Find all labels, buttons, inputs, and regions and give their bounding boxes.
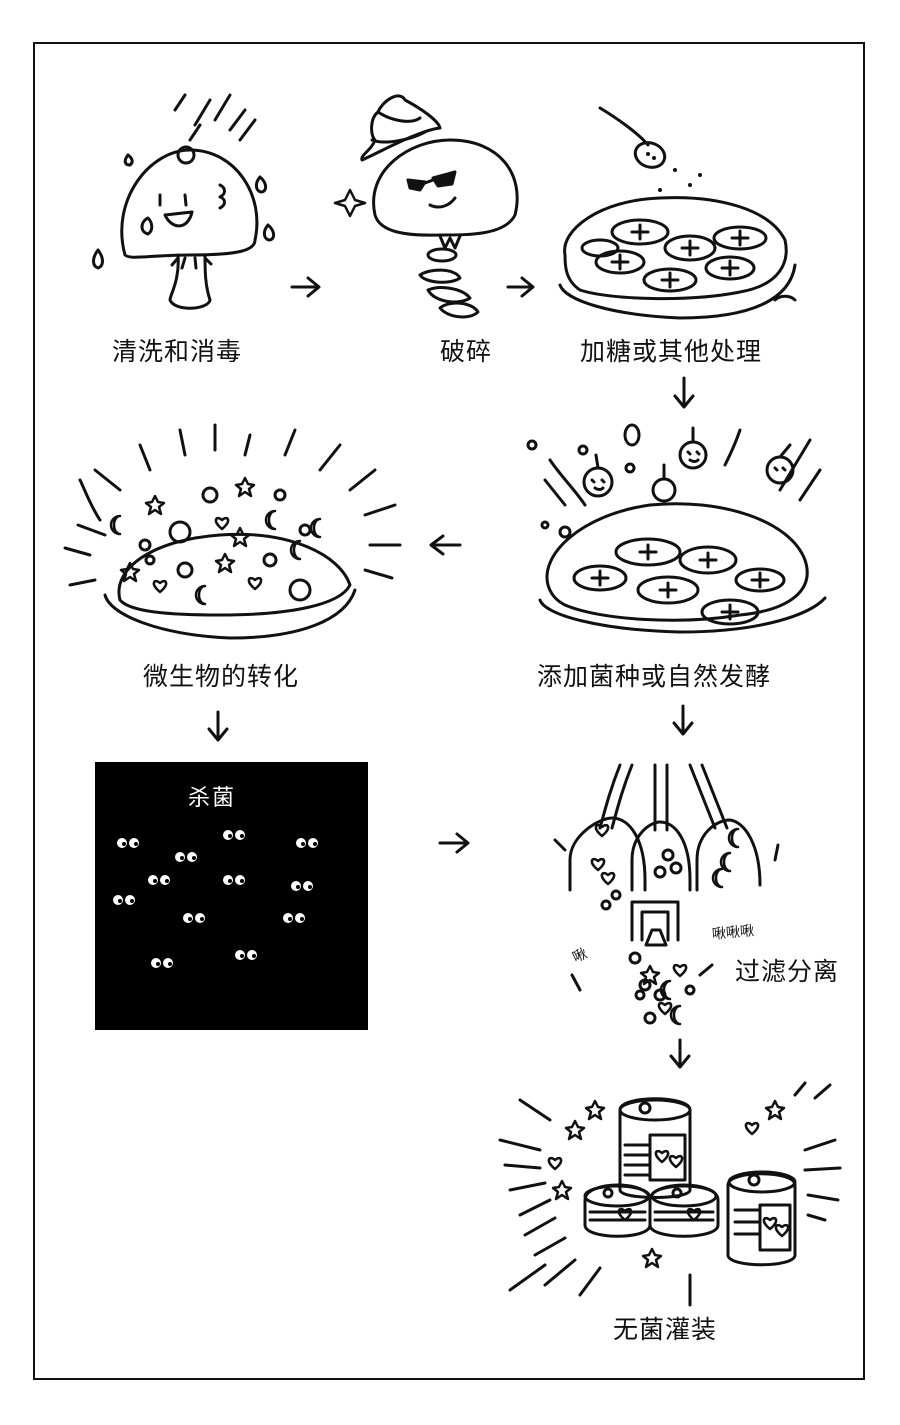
- arrow-right-3-icon: [438, 832, 470, 854]
- mushroom-crush-icon: [333, 94, 519, 319]
- arrow-right-2-icon: [506, 276, 535, 298]
- step-label-sugar: 加糖或其他处理: [580, 337, 763, 366]
- ferment-plate-icon: [526, 423, 827, 634]
- arrow-down-3-icon: [672, 704, 694, 736]
- step-label-ferment: 添加菌种或自然发酵: [537, 662, 772, 691]
- arrow-left-icon: [429, 534, 462, 556]
- step-label-crush: 破碎: [440, 337, 493, 366]
- step-label-fill: 无菌灌装: [613, 1315, 718, 1344]
- step-label-wash: 清洗和消毒: [112, 337, 243, 366]
- step-label-transform: 微生物的转化: [143, 662, 300, 691]
- arrow-down-2-icon: [207, 710, 229, 742]
- filter-machine-icon: [553, 763, 780, 1026]
- sterilize-panel-icon: [95, 762, 368, 1030]
- step-label-filter: 过滤分离: [735, 957, 840, 986]
- transform-plate-icon: [63, 423, 402, 640]
- arrow-down-4-icon: [669, 1038, 691, 1069]
- canning-icon: [498, 1081, 842, 1307]
- step-label-sterilize: 杀菌: [188, 786, 237, 811]
- sugar-plate-icon: [558, 106, 797, 320]
- arrow-down-1-icon: [673, 376, 695, 409]
- diagram-frame: [33, 42, 865, 1380]
- arrow-right-1-icon: [290, 276, 321, 298]
- mushroom-wash-icon: [92, 93, 276, 310]
